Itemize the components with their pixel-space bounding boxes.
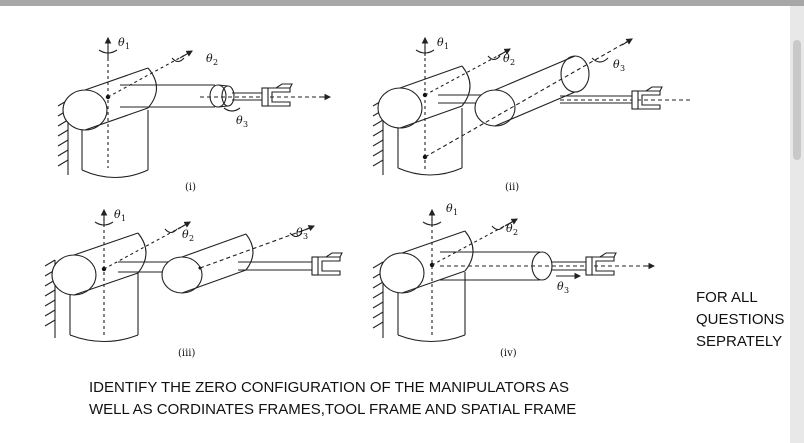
svg-text:θ: θ — [503, 52, 510, 65]
window-top-bar — [0, 0, 804, 6]
svg-text:θ: θ — [437, 36, 444, 49]
manipulator-panel-1 — [57, 36, 332, 178]
caption-3: (iii) — [178, 348, 195, 359]
ground-hatch-4 — [372, 261, 384, 338]
joint-cylinder-2 — [377, 65, 471, 129]
svg-text:θ: θ — [236, 114, 243, 127]
svg-text:θ: θ — [557, 280, 564, 293]
svg-text:θ: θ — [182, 228, 189, 241]
svg-text:3: 3 — [620, 64, 625, 73]
svg-text:θ: θ — [506, 222, 513, 235]
manipulator-panel-3 — [44, 208, 343, 342]
manipulator-panel-4 — [372, 208, 656, 342]
side-note: FOR ALL QUESTIONS SEPRATELY — [696, 287, 796, 353]
svg-text:θ: θ — [613, 58, 620, 71]
svg-text:1: 1 — [453, 208, 458, 217]
side-note-line-2: QUESTIONS — [696, 311, 785, 328]
gripper-1 — [261, 83, 293, 107]
svg-text:1: 1 — [125, 42, 130, 51]
svg-text:1: 1 — [121, 214, 126, 223]
svg-text:θ: θ — [118, 36, 125, 49]
svg-text:2: 2 — [213, 58, 218, 67]
svg-text:3: 3 — [564, 286, 569, 295]
gripper-2 — [631, 86, 663, 110]
instruction-line-2: WELL AS CORDINATES FRAMES,TOOL FRAME AND… — [89, 401, 577, 418]
joint-cylinder-3 — [51, 232, 147, 296]
svg-text:2: 2 — [189, 234, 194, 243]
svg-text:3: 3 — [243, 120, 248, 129]
svg-text:3: 3 — [303, 232, 308, 241]
svg-text:θ: θ — [296, 226, 303, 239]
svg-text:1: 1 — [444, 42, 449, 51]
svg-text:2: 2 — [510, 58, 515, 67]
gripper-3 — [311, 252, 343, 276]
svg-text:θ: θ — [206, 52, 213, 65]
link-cylinder-3 — [161, 233, 254, 294]
caption-1: (i) — [185, 182, 196, 193]
rotation-arrow-1 — [98, 49, 118, 54]
side-note-line-3: SEPRATELY — [696, 333, 783, 350]
gripper-4 — [585, 252, 617, 276]
svg-text:θ: θ — [114, 208, 121, 221]
scrollbar-thumb[interactable] — [793, 40, 801, 160]
svg-text:2: 2 — [513, 228, 518, 237]
instruction-line-1: IDENTIFY THE ZERO CONFIGURATION OF THE M… — [89, 379, 570, 396]
caption-4: (iv) — [500, 348, 517, 359]
link-cylinder-2 — [474, 55, 590, 127]
base-pillar-4 — [397, 272, 466, 342]
caption-2: (ii) — [505, 182, 519, 193]
joint-cylinder-4 — [379, 230, 474, 294]
side-note-line-1: FOR ALL — [696, 289, 758, 306]
manipulator-panel-2 — [372, 36, 690, 176]
joint-cylinder-1 — [62, 67, 158, 131]
svg-text:θ: θ — [446, 202, 453, 215]
instruction-text: IDENTIFY THE ZERO CONFIGURATION OF THE M… — [89, 377, 576, 421]
